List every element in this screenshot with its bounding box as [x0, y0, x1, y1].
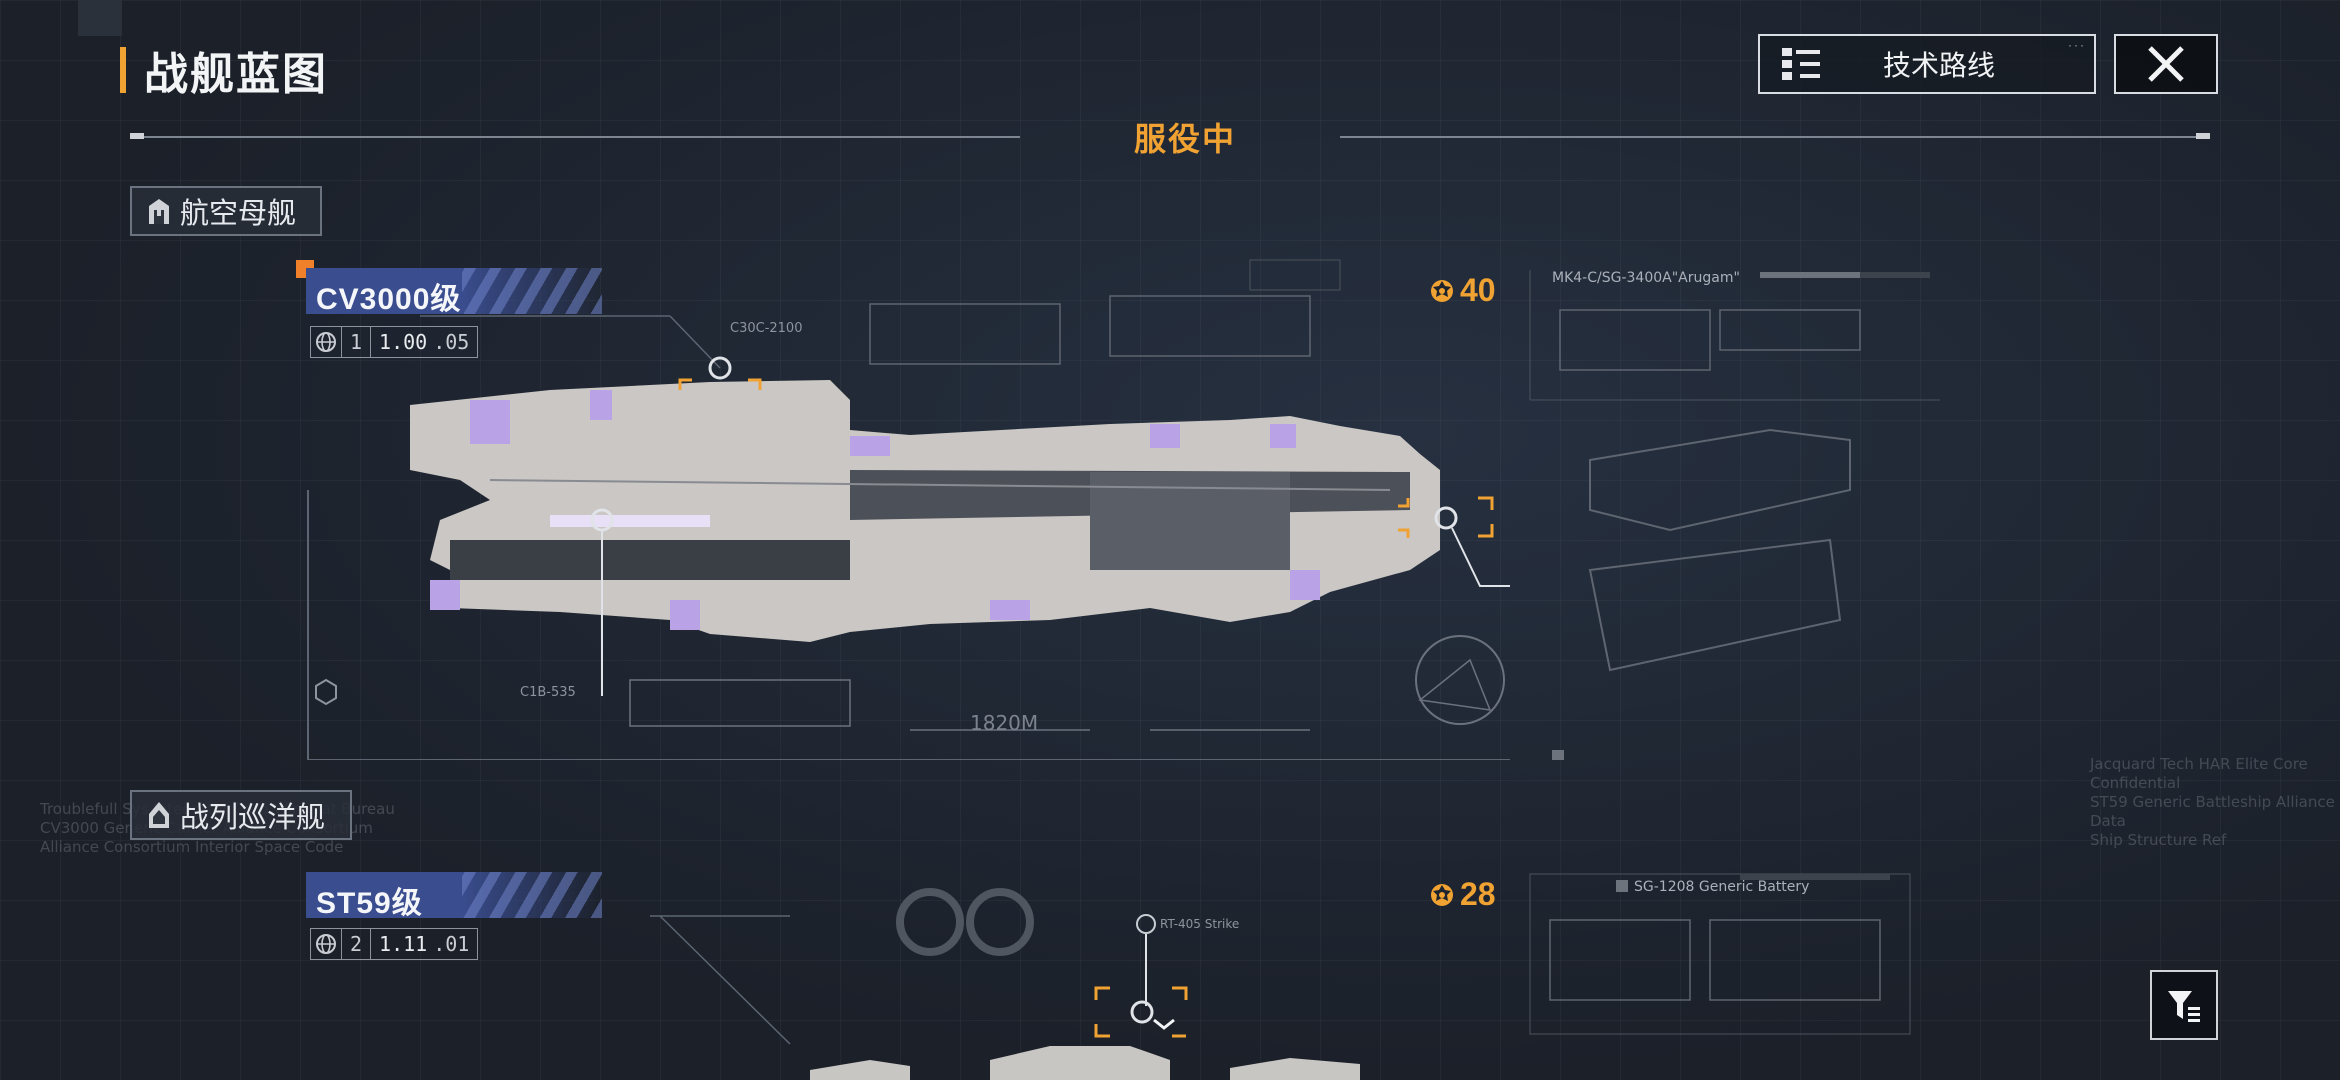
- battlecruiser-icon: [149, 802, 169, 828]
- page-title: 战舰蓝图: [144, 50, 328, 99]
- filter-icon: [2168, 991, 2200, 1022]
- category-label: 战列巡洋舰: [180, 802, 326, 834]
- divider-right: [1340, 136, 2196, 138]
- callout-low-label: RT-405 Strike: [1160, 917, 1239, 931]
- carrier-blueprint[interactable]: MK4-C/SG-3400A"Arugam" C30C-2100 C1B-535…: [290, 240, 2090, 760]
- globe-icon: [310, 326, 342, 358]
- sub-version: .01: [429, 928, 479, 960]
- tech-route-button[interactable]: 技术路线 ···: [1758, 34, 2096, 94]
- close-icon: [2148, 46, 2184, 82]
- title-accent-bar: [120, 47, 126, 93]
- ship-name: ST59级: [316, 887, 423, 920]
- status-label: 服役中: [1134, 121, 1237, 157]
- decor-dots: ···: [2068, 38, 2086, 52]
- ship-model-carrier: [410, 380, 1440, 642]
- ship-cost: 28: [1428, 876, 1496, 913]
- banner-stripes: [462, 872, 602, 918]
- category-label: 航空母舰: [180, 198, 297, 230]
- corner-decoration: [78, 0, 122, 36]
- tree-list-icon: [1782, 48, 1820, 80]
- carrier-icon: [149, 199, 169, 224]
- ship-name-banner[interactable]: ST59级: [306, 872, 602, 920]
- category-tag-carrier[interactable]: 航空母舰: [130, 186, 322, 236]
- ship-length: 1820M: [970, 711, 1038, 735]
- resource-gear-icon: [1431, 883, 1453, 906]
- category-tag-battlecruiser[interactable]: 战列巡洋舰: [130, 790, 352, 840]
- module-2-label: SG-1208 Generic Battery: [1634, 879, 1809, 895]
- close-button[interactable]: [2114, 34, 2218, 94]
- resource-gear-icon: [1431, 279, 1453, 302]
- version-number: 1.11: [371, 928, 430, 960]
- ship-version: 1 1.00 .05: [310, 326, 479, 358]
- callout-top-label: C30C-2100: [730, 321, 802, 336]
- divider-cap-right: [2196, 133, 2210, 139]
- callout-bottom-label: C1B-535: [520, 685, 576, 700]
- ship-name: CV3000级: [316, 283, 462, 316]
- version-number: 1.00: [371, 326, 430, 358]
- battlecruiser-blueprint[interactable]: SG-1208 Generic Battery RT-405 Strike: [290, 860, 2090, 1080]
- cost-value: 28: [1460, 876, 1496, 912]
- ship-cost: 40: [1428, 272, 1496, 309]
- page-title-block: 战舰蓝图: [120, 38, 328, 102]
- divider-left: [144, 136, 1020, 138]
- cost-value: 40: [1460, 272, 1496, 308]
- tech-route-label: 技术路线: [1882, 50, 1995, 81]
- filter-button[interactable]: [2150, 970, 2218, 1040]
- globe-icon: [310, 928, 342, 960]
- sub-version: .05: [429, 326, 479, 358]
- version-index: 2: [342, 928, 372, 960]
- background-ghost-text-right: Jacquard Tech HAR Elite Core Confidentia…: [2090, 755, 2335, 849]
- ship-version: 2 1.11 .01: [310, 928, 479, 960]
- divider-cap-left: [130, 133, 144, 139]
- module-1-label: MK4-C/SG-3400A"Arugam": [1552, 270, 1740, 286]
- ship-name-banner[interactable]: CV3000级: [306, 268, 602, 316]
- version-index: 1: [342, 326, 372, 358]
- banner-stripes: [462, 268, 602, 314]
